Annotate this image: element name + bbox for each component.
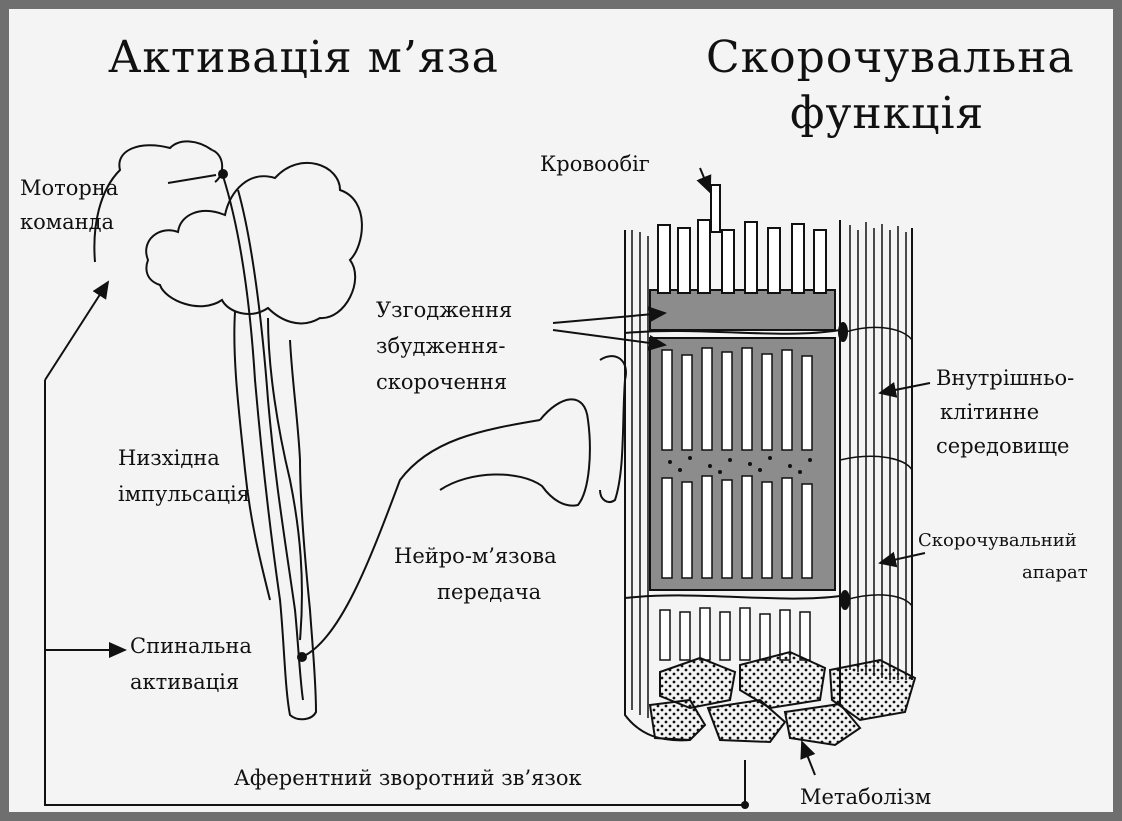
label-intracellular-line3: середовище [936, 434, 1069, 459]
label-motor-command-line2: команда [20, 210, 114, 235]
title-contractile-function-line1: Скорочувальна [706, 32, 1075, 85]
label-intracellular-line2: клітинне [940, 400, 1039, 425]
title-muscle-activation: Активація м’яза [108, 32, 499, 85]
label-spinal-line2: активація [130, 670, 239, 695]
motor-nerve [302, 356, 626, 657]
label-motor-command-line1: Моторна [20, 176, 118, 201]
label-spinal-line1: Спинальна [130, 634, 252, 659]
label-descending-line1: Низхідна [118, 446, 220, 471]
muscle-fiber-block [625, 185, 915, 745]
title-contractile-function-line2: функція [790, 88, 984, 141]
blood-vessel [711, 185, 720, 232]
label-metabolism: Метаболізм [800, 785, 931, 810]
label-ecc-line3: скорочення [376, 370, 507, 395]
label-contractile-line2: апарат [1022, 562, 1088, 584]
label-neuromuscular-line2: передача [437, 580, 541, 605]
label-ecc-line2: збудження- [376, 334, 505, 359]
label-intracellular-line1: Внутрішньо- [936, 366, 1074, 391]
brain-outline [94, 141, 362, 640]
label-afferent-feedback: Аферентний зворотний зв’язок [234, 766, 582, 791]
feedback-origin-dot [741, 801, 749, 809]
label-ecc-line1: Узгодження [376, 298, 512, 323]
motor-command-pointer [168, 175, 216, 183]
label-descending-line2: імпульсація [118, 482, 250, 507]
motor-neuron-dot [218, 169, 228, 179]
label-blood-flow: Кровообіг [540, 152, 650, 177]
label-neuromuscular-line1: Нейро-м’язова [394, 544, 557, 569]
label-contractile-line1: Скорочувальний [918, 530, 1077, 552]
